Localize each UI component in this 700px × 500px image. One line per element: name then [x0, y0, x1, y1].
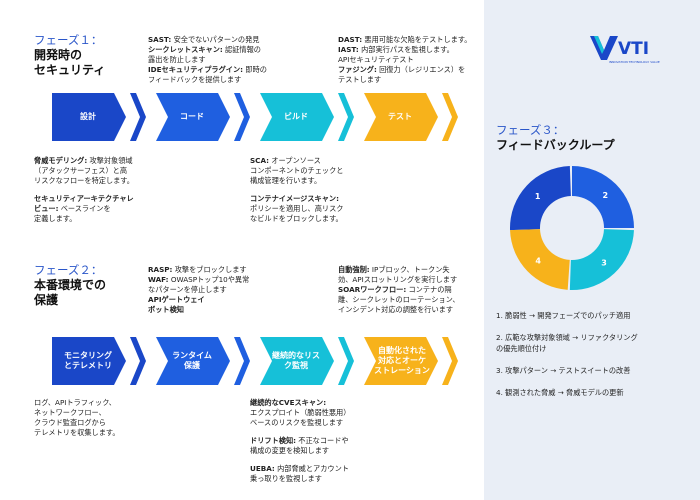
- note-line: 継続的なCVEスキャン:: [250, 398, 327, 407]
- chevron-accent: [130, 93, 146, 141]
- note-line: なビルドをブロックします。: [250, 214, 343, 223]
- note-line: UEBA: 内部脅威とアカウント: [250, 464, 349, 473]
- donut-segment-label: 2: [602, 191, 608, 200]
- note-line: ボット検知: [148, 305, 184, 314]
- note-line: 効、APIスロットリングを実行します: [338, 275, 458, 284]
- donut-segment-label: 3: [601, 258, 607, 267]
- stage-runtime-protection: ランタイム保護: [172, 351, 212, 370]
- note-line: テレメトリを収集します。: [34, 428, 120, 437]
- note-line: 構成管理を行います。: [250, 176, 322, 185]
- legend-item: 2. 広範な攻撃対象領域 → リファクタリングの優先順位付け: [496, 333, 638, 353]
- stage-build: ビルド: [284, 112, 308, 121]
- feedback-legend: 1. 脆弱性 → 開発フェーズでのパッチ適用 2. 広範な攻撃対象領域 → リファ…: [496, 310, 692, 409]
- note-line: フィードバックを提供します: [148, 75, 242, 84]
- pipeline-chevrons: [52, 93, 458, 385]
- logo-mark-icon: [590, 36, 618, 60]
- phase2-title: フェーズ２： 本番環境での 保護: [34, 263, 107, 307]
- chevron-shape: [260, 93, 334, 141]
- note-line: 離、シークレットのローテーション、: [338, 295, 460, 304]
- note-line: ファジング: 回復力（レジリエンス）を: [338, 65, 466, 74]
- note-line: ネットワークフロー、: [34, 408, 106, 417]
- chevron-accent: [234, 337, 250, 385]
- donut-segment-label: 1: [535, 192, 541, 201]
- note-line: APIセキュリティテスト: [338, 55, 414, 64]
- donut-segment-4: [510, 229, 570, 290]
- note-line: インシデント対応の調整を行います: [338, 305, 454, 314]
- chevron-accent: [338, 337, 354, 385]
- note-risk-tools: 継続的なCVEスキャン:エクスプロイト（脆弱性悪用）ベースのリスクを監視しますド…: [250, 398, 350, 484]
- note-line: コンテナイメージスキャン:: [250, 194, 339, 203]
- legend-item: 3. 攻撃パターン → テストスイートの改善: [496, 366, 631, 375]
- logo-tagline: INNOVATION TECHNOLOGY VALUE: [609, 60, 660, 64]
- legend-item: 4. 観測された脅威 → 脅威モデルの更新: [496, 388, 624, 397]
- note-line: 構成の変更を検知します: [250, 446, 330, 455]
- note-line: （アタックサーフェス）と高: [34, 166, 128, 175]
- note-test-tools: DAST: 悪用可能な欠陥をテストします。IAST: 内部実行パスを監視します。…: [338, 35, 471, 85]
- chevron-accent: [130, 337, 146, 385]
- note-line: SOARワークフロー: コンテナの隔: [338, 285, 452, 294]
- note-line: DAST: 悪用可能な欠陥をテストします。: [338, 35, 472, 44]
- vti-logo: VTI INNOVATION TECHNOLOGY VALUE: [590, 36, 660, 64]
- note-line: IDEセキュリティプラグイン: 即時の: [148, 65, 267, 74]
- phase1-title: フェーズ１： 開発時の セキュリティ: [34, 33, 106, 77]
- note-code-tools: SAST: 安全でないパターンの発見シークレットスキャン: 認証情報の露出を防止…: [148, 35, 267, 85]
- stage-test: テスト: [388, 112, 412, 121]
- note-line: 定義します。: [34, 214, 77, 223]
- chevron-shape: [364, 337, 438, 385]
- donut-segment-2: [572, 166, 634, 228]
- note-line: 乗っ取りを監視します: [250, 474, 322, 483]
- stage-automated-response: 自動化された対応とオーケストレーション: [374, 346, 430, 375]
- note-line: RASP: 攻撃をブロックします: [148, 265, 247, 274]
- note-line: ドリフト検知: 不正なコードや: [250, 436, 349, 445]
- note-line: WAF: OWASPトップ10や異常: [148, 275, 250, 284]
- logo-text: VTI: [618, 39, 649, 59]
- note-line: セキュリティアーキテクチャレ: [34, 194, 134, 203]
- note-line: なパターンを停止します: [148, 285, 227, 294]
- note-line: 自動強制: IPブロック、トークン失: [338, 265, 450, 274]
- note-line: ログ、APIトラフィック、: [34, 398, 116, 407]
- note-line: コンポーネントのチェックと: [250, 166, 344, 175]
- note-design-tools: 脅威モデリング: 攻撃対象領域（アタックサーフェス）と高リスクなフローを特定しま…: [34, 156, 134, 224]
- chevron-shape: [52, 337, 126, 385]
- donut-segment-3: [569, 229, 634, 290]
- donut-segment-1: [510, 166, 571, 231]
- note-line: IAST: 内部実行パスを監視します。: [338, 45, 454, 54]
- note-line: リスクなフローを特定します。: [34, 176, 134, 185]
- note-line: SCA: オープンソース: [250, 156, 321, 165]
- stage-monitoring: モニタリングとテレメトリ: [64, 351, 112, 370]
- note-line: ビュー: ベースラインを: [34, 204, 111, 213]
- note-line: テストします: [338, 75, 382, 84]
- legend-item: 1. 脆弱性 → 開発フェーズでのパッチ適用: [496, 311, 631, 320]
- chevron-shape: [156, 93, 230, 141]
- chevron-shape: [156, 337, 230, 385]
- chevron-shape: [260, 337, 334, 385]
- note-build-tools: SCA: オープンソースコンポーネントのチェックと構成管理を行います。コンテナイ…: [250, 156, 343, 224]
- note-line: ベースのリスクを監視します: [250, 418, 344, 427]
- note-monitoring-tools: ログ、APIトラフィック、ネットワークフロー、クラウド監査ログからテレメトリを収…: [34, 398, 120, 438]
- note-line: クラウド監査ログから: [34, 418, 106, 427]
- chevron-accent: [234, 93, 250, 141]
- chevron-accent: [442, 337, 458, 385]
- note-line: 露出を防止します: [148, 55, 206, 64]
- chevron-accent: [338, 93, 354, 141]
- chevron-shape: [364, 93, 438, 141]
- note-line: APIゲートウェイ: [148, 295, 205, 304]
- note-line: 脅威モデリング: 攻撃対象領域: [34, 156, 133, 165]
- note-line: SAST: 安全でないパターンの発見: [148, 35, 260, 44]
- stage-code: コード: [180, 112, 204, 121]
- note-line: シークレットスキャン: 認証情報の: [148, 45, 261, 54]
- feedback-loop-donut: 1 2 3 4: [510, 166, 634, 290]
- stage-design: 設計: [80, 112, 96, 121]
- phase3-title: フェーズ３： フィードバックループ: [496, 123, 615, 152]
- note-line: ポリシーを適用し、高リスク: [250, 204, 344, 213]
- chevron-shape: [52, 93, 126, 141]
- chevron-accent: [442, 93, 458, 141]
- note-line: エクスプロイト（脆弱性悪用）: [250, 408, 351, 417]
- stage-risk-monitoring: 継続的なリスク監視: [272, 351, 320, 370]
- donut-segment-label: 4: [535, 257, 541, 266]
